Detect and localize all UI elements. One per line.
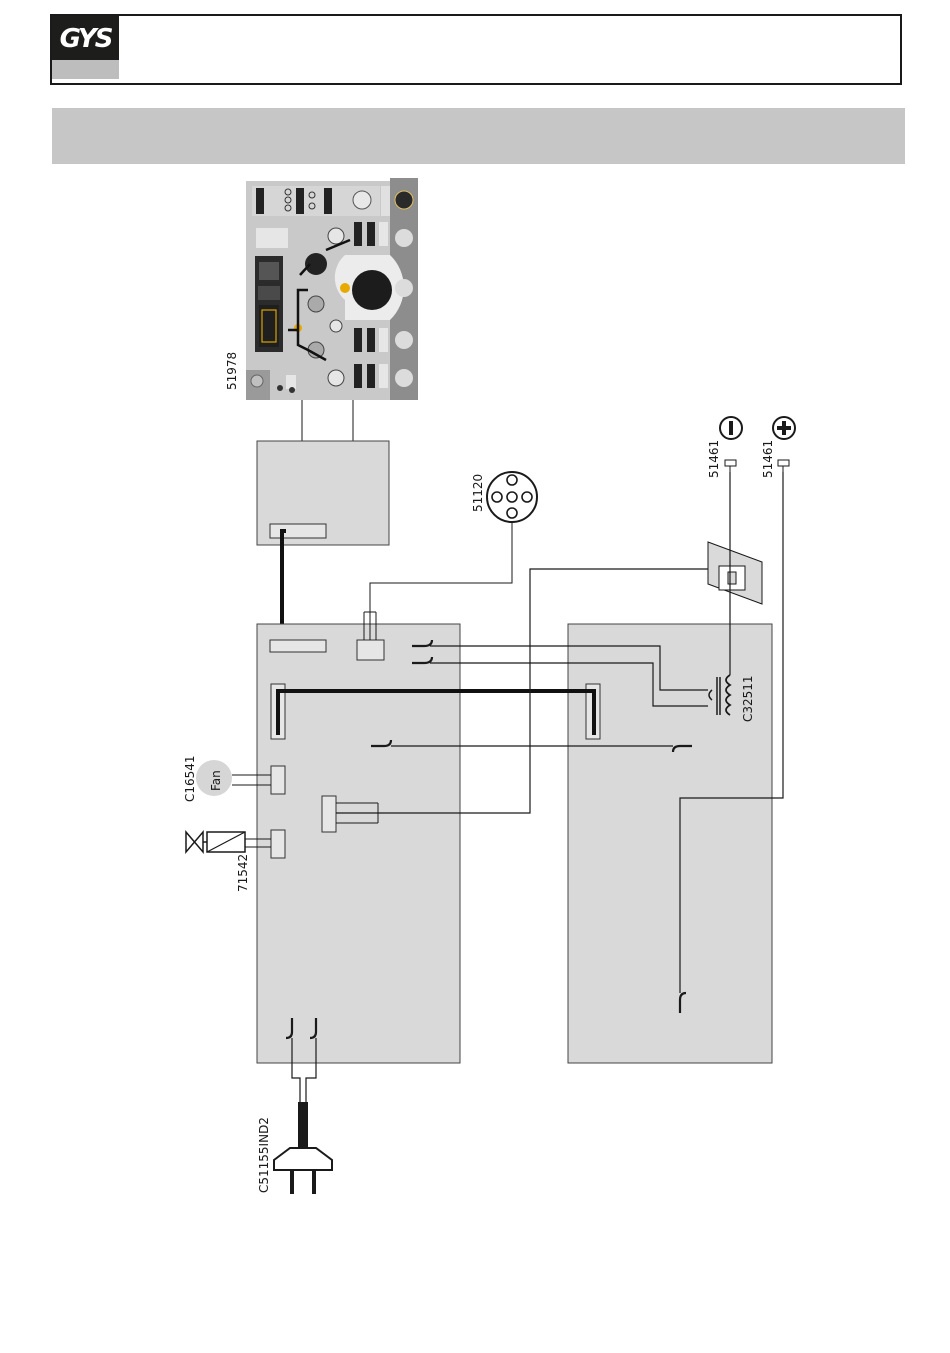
cable-part-label: C51155IND2 [257,1117,271,1193]
transformer-part-label: C32511 [741,675,755,722]
plus-terminal-icon [773,417,795,439]
fan-connector [271,766,285,794]
terminal-neg-part-label: 51461 [707,440,721,478]
connector-51120 [487,472,537,522]
current-sensor [708,542,762,604]
fan-text: Fan [209,770,223,791]
main-board-4pin-connector [322,796,336,832]
fan-icon: Fan [196,760,232,796]
main-board-ribbon-connector [270,640,326,652]
terminal-pos-part-label: 51461 [761,440,775,478]
minus-terminal-icon [720,417,742,439]
fan-part-label: C16541 [183,755,197,802]
valve-connector [271,830,285,858]
mains-plug-icon [274,1148,332,1194]
connector-part-label: 51120 [471,474,485,512]
main-board-3pin-connector [357,640,384,660]
panel-part-label: 51978 [225,352,239,390]
interface-board-connector [270,524,326,538]
control-panel [246,178,418,400]
solenoid-valve-icon [186,832,245,852]
valve-part-label: 71542 [236,854,250,892]
